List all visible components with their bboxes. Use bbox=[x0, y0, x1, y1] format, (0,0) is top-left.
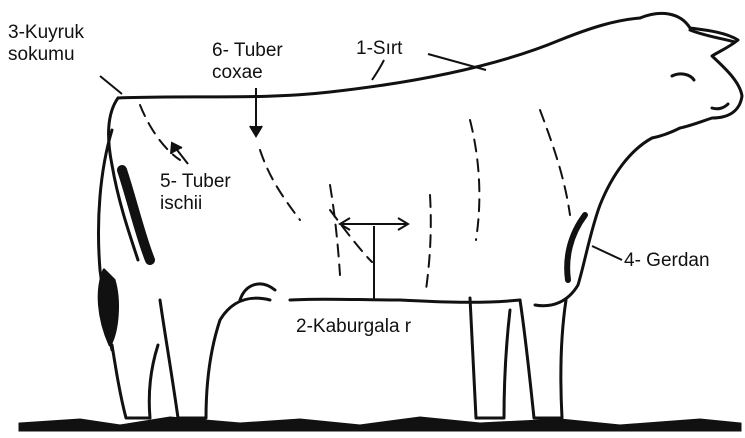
label-tail-root: 3-Kuyruk sokumu bbox=[8, 22, 84, 66]
cow-hind-leg-back bbox=[112, 345, 158, 418]
guide-line-loin bbox=[260, 150, 300, 220]
label-tuber-coxae: 6- Tuber coxae bbox=[212, 40, 283, 84]
guide-line-rib-1 bbox=[330, 185, 340, 275]
cow-thigh-shadow bbox=[122, 170, 150, 260]
cow-belly-outline bbox=[290, 299, 520, 302]
back-pointer-left bbox=[372, 60, 384, 80]
label-tuber-ischii: 5- Tuber ischii bbox=[160, 171, 231, 215]
back-pointer-right bbox=[428, 54, 486, 70]
tuber-coxae-arrowhead bbox=[250, 126, 262, 136]
label-ribs: 2-Kaburgala r bbox=[296, 316, 411, 338]
ground-grass bbox=[20, 418, 740, 430]
label-back: 1-Sırt bbox=[356, 38, 402, 60]
cow-front-leg-front bbox=[520, 300, 566, 418]
cow-eye bbox=[672, 74, 694, 80]
dewlap-pointer bbox=[592, 246, 622, 260]
tail-root-pointer bbox=[100, 76, 122, 94]
cow-hind-leg-front bbox=[160, 298, 270, 418]
guide-line-shoulder bbox=[540, 110, 570, 215]
cow-front-leg-back bbox=[470, 298, 510, 418]
tuber-ischii-arrowhead bbox=[171, 143, 182, 154]
guide-line-rib-2 bbox=[426, 195, 431, 290]
cow-tail-switch bbox=[99, 270, 117, 345]
cow-chest-outline bbox=[535, 138, 652, 306]
cow-muzzle bbox=[712, 104, 728, 109]
label-dewlap: 4- Gerdan bbox=[624, 250, 710, 272]
guide-line-rib-3 bbox=[470, 120, 479, 240]
